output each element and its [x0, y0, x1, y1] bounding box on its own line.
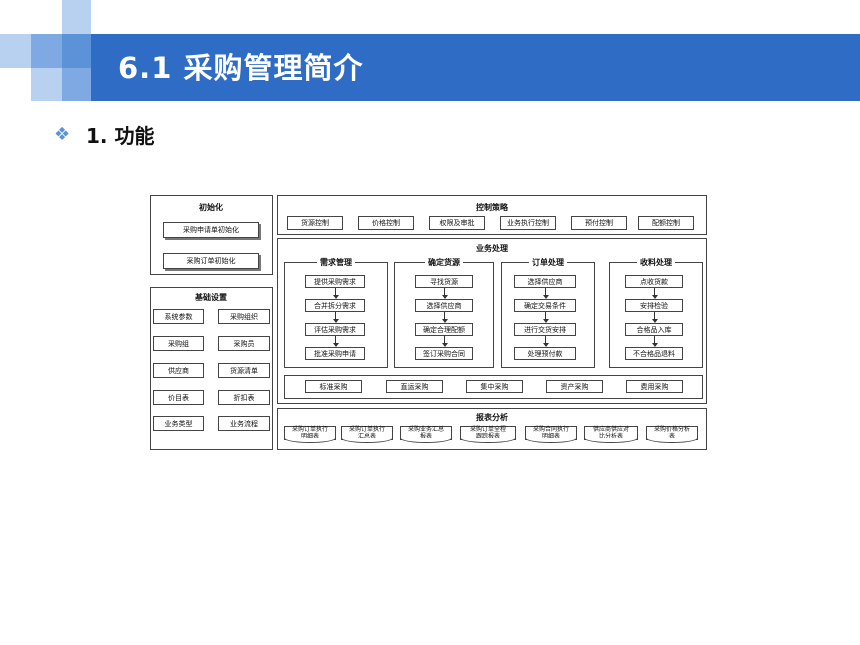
flow-arrow [441, 288, 448, 299]
control-item: 业务执行控制 [500, 216, 556, 230]
column-title: 需求管理 [317, 257, 355, 268]
flow-step: 合并拆分需求 [305, 299, 365, 312]
column-title: 订单处理 [529, 257, 567, 268]
purchase-type: 资产采购 [546, 380, 603, 393]
flow-step: 点收货款 [625, 275, 683, 288]
control-panel [277, 195, 707, 235]
basic-item: 折扣表 [218, 390, 270, 405]
flow-step: 批准采购申请 [305, 347, 365, 360]
flow-arrow [332, 312, 339, 323]
init-title: 初始化 [199, 203, 223, 212]
flow-step: 提供采购需求 [305, 275, 365, 288]
report-document: 采购合同执行 明细表 [525, 426, 577, 443]
basic-item: 系统参数 [153, 309, 204, 324]
init-item: 采购订单初始化 [163, 253, 259, 269]
decor-square [0, 34, 31, 68]
control-item: 预付控制 [571, 216, 627, 230]
flow-step: 寻找货源 [415, 275, 473, 288]
flow-step: 确定交易条件 [514, 299, 576, 312]
purchase-types-frame [284, 375, 703, 399]
report-document: 采购订单执行 明细表 [284, 426, 336, 443]
purchase-type: 标准采购 [305, 380, 362, 393]
purchase-type: 费用采购 [626, 380, 683, 393]
decor-square [31, 34, 62, 68]
basic-item: 采购组织 [218, 309, 270, 324]
report-label: 采购订单执行 明细表 [291, 426, 328, 440]
basic-item: 货源清单 [218, 363, 270, 378]
flow-arrow [542, 288, 549, 299]
page-title: 6.1 采购管理简介 [118, 51, 364, 85]
flow-arrow [651, 336, 658, 347]
report-label: 采购订单全程 跟踪报表 [469, 426, 506, 440]
basic-item: 价目表 [153, 390, 204, 405]
column-title: 收料处理 [637, 257, 675, 268]
flow-step: 进行交货安排 [514, 323, 576, 336]
title-banner [91, 34, 860, 101]
report-label: 采购价格分析 表 [653, 426, 690, 440]
decor-square [62, 68, 91, 101]
diamond-bullet-icon: ❖ [54, 124, 71, 145]
control-item: 配额控制 [638, 216, 694, 230]
flow-step: 签订采购合同 [415, 347, 473, 360]
init-item: 采购申请单初始化 [163, 222, 259, 238]
flow-step: 安排检验 [625, 299, 683, 312]
reports-title: 报表分析 [476, 413, 508, 422]
flow-step: 确定合理配额 [415, 323, 473, 336]
report-label: 供应商供应对 比分析表 [592, 426, 629, 440]
report-document: 采购订单全程 跟踪报表 [460, 426, 516, 443]
purchase-type: 集中采购 [466, 380, 523, 393]
basic-item: 业务流程 [218, 416, 270, 431]
purchase-type: 直运采购 [386, 380, 443, 393]
flow-arrow [441, 312, 448, 323]
column-title: 确定货源 [425, 257, 463, 268]
report-label: 采购合同执行 明细表 [532, 426, 569, 440]
flow-arrow [542, 312, 549, 323]
control-title: 控制策略 [476, 203, 508, 212]
report-document: 采购价格分析 表 [646, 426, 698, 443]
flow-arrow [542, 336, 549, 347]
report-label: 采购业务汇总 报表 [407, 426, 444, 440]
flow-arrow [651, 288, 658, 299]
report-label: 采购订单执行 汇总表 [348, 426, 385, 440]
control-item: 权限及审批 [429, 216, 485, 230]
report-document: 供应商供应对 比分析表 [584, 426, 638, 443]
flow-arrow [332, 336, 339, 347]
control-item: 货源控制 [287, 216, 343, 230]
report-document: 采购业务汇总 报表 [400, 426, 452, 443]
section-subtitle: 1. 功能 [86, 124, 155, 148]
flow-step: 不合格品退料 [625, 347, 683, 360]
purchase-function-diagram: 初始化 采购申请单初始化 采购订单初始化 基础设置 系统参数 采购组织 采购组 … [150, 194, 708, 450]
basic-item: 供应商 [153, 363, 204, 378]
flow-arrow [332, 288, 339, 299]
flow-arrow [651, 312, 658, 323]
flow-step: 合格品入库 [625, 323, 683, 336]
flow-arrow [441, 336, 448, 347]
flow-step: 选择供应商 [514, 275, 576, 288]
report-document: 采购订单执行 汇总表 [341, 426, 393, 443]
decor-square [62, 0, 91, 34]
flow-step: 选择供应商 [415, 299, 473, 312]
control-item: 价格控制 [358, 216, 414, 230]
business-title: 业务处理 [476, 244, 508, 253]
basic-item: 业务类型 [153, 416, 204, 431]
basic-item: 采购组 [153, 336, 204, 351]
flow-step: 处理预付款 [514, 347, 576, 360]
basic-item: 采购员 [218, 336, 270, 351]
basic-title: 基础设置 [195, 293, 227, 302]
decor-square [31, 68, 62, 101]
flow-step: 评估采购需求 [305, 323, 365, 336]
decor-square [62, 34, 91, 68]
